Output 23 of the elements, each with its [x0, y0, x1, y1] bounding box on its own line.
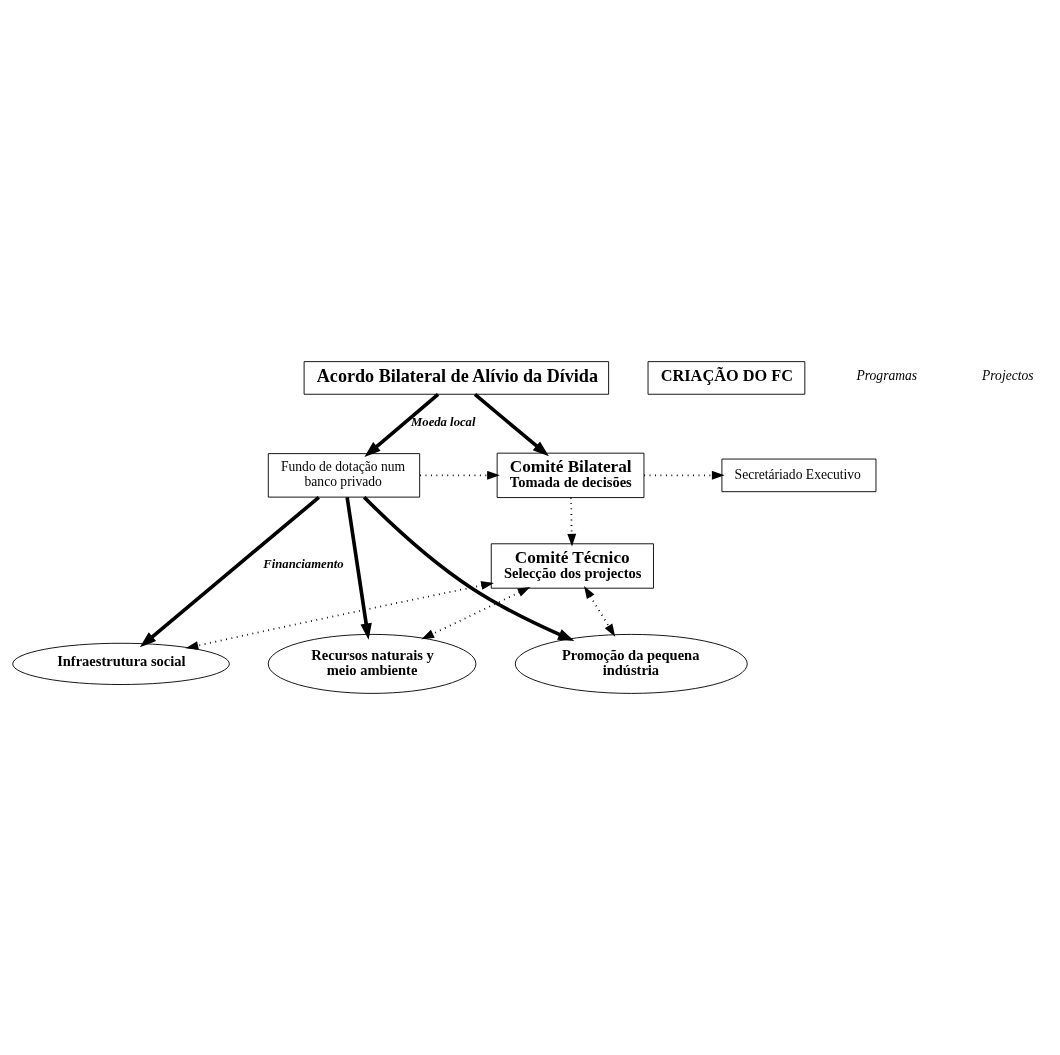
node-ellipse: Promoção da pequena indústria	[514, 633, 748, 694]
node-box: Secretáriado Executivo	[721, 458, 877, 493]
arrow	[185, 581, 494, 650]
node-box: Comité Bilateral Tomada de decisões	[496, 452, 645, 499]
arrow	[345, 497, 372, 640]
arrow	[643, 470, 725, 480]
node-box: CRIAÇÃO DO FC	[647, 361, 806, 395]
arrow	[139, 495, 320, 648]
edge-label: Moeda local	[411, 415, 476, 430]
label: Projectos	[982, 368, 1034, 384]
node-box: Fundo de dotação num banco privado	[267, 453, 421, 498]
arrow	[584, 585, 616, 637]
arrow	[362, 495, 575, 641]
arrow	[567, 496, 577, 547]
edge-label: Financiamento	[263, 557, 344, 572]
node-box: Acordo Bilateral de Alívio da Dívida	[303, 361, 610, 395]
node-ellipse: Recursos naturais y meio ambiente	[267, 633, 477, 694]
label: Programas	[856, 368, 918, 384]
arrow	[419, 470, 500, 480]
arrow	[421, 587, 531, 640]
node-box: Comité Técnico Selecção dos projectos	[490, 543, 654, 589]
arrow	[364, 393, 440, 458]
arrow	[473, 393, 549, 457]
